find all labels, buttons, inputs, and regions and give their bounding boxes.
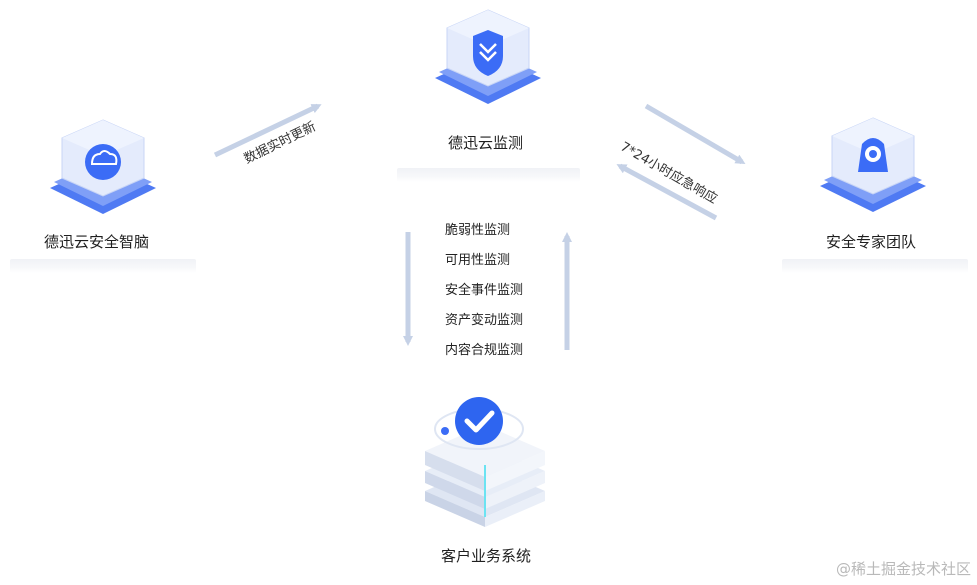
- arrow-realtime-update: [213, 103, 322, 158]
- arrow-from-experts: [616, 163, 718, 221]
- arrow-to-experts: [644, 103, 746, 165]
- expert-headset-icon: [820, 117, 926, 212]
- monitoring-item-vulnerability: 脆弱性监测: [445, 223, 511, 238]
- monitoring-items: 脆弱性监测 可用性监测 安全事件监测 资产变动监测 内容合规监测: [445, 221, 523, 371]
- monitoring-item-security-event: 安全事件监测: [445, 283, 524, 298]
- monitoring-item-availability: 可用性监测: [445, 253, 511, 268]
- experts-label: 安全专家团队: [826, 233, 917, 251]
- watermark: @稀土掘金技术社区: [835, 560, 971, 578]
- customer-label: 客户业务系统: [441, 547, 532, 565]
- brain-label: 德迅云安全智脑: [44, 233, 150, 251]
- monitoring-item-asset-change: 资产变动监测: [445, 313, 524, 328]
- shield-monitor-icon: [435, 9, 541, 104]
- brain-base-shadow: [10, 259, 196, 273]
- server-check-icon: [425, 397, 545, 527]
- cloud-brain-icon: [50, 119, 156, 214]
- monitor-label: 德迅云监测: [448, 134, 524, 152]
- experts-base-shadow: [782, 259, 968, 273]
- monitor-base-shadow: [397, 168, 580, 182]
- monitoring-item-content-compliance: 内容合规监测: [445, 343, 524, 358]
